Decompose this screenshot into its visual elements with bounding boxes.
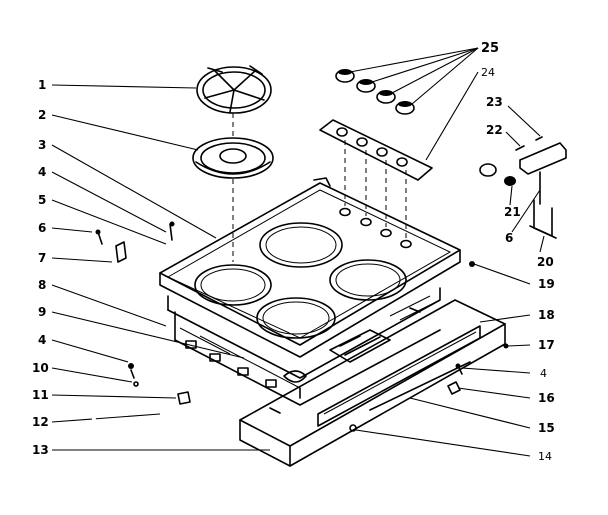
part-24-bezel-plate — [319, 119, 433, 181]
part-switch-shafts — [339, 140, 412, 249]
callout-24: 24 — [481, 66, 495, 79]
callout-10: 10 — [32, 361, 49, 375]
callout-3: 3 — [38, 138, 46, 152]
callout-21: 21 — [504, 205, 521, 219]
callout-4-lower: 4 — [38, 333, 46, 347]
callout-4-right: 4 — [540, 367, 547, 380]
callout-15: 15 — [538, 421, 555, 435]
callout-9: 9 — [38, 305, 46, 319]
callout-18: 18 — [538, 308, 555, 322]
part-25-knobs — [335, 69, 415, 115]
callout-17: 17 — [538, 338, 555, 352]
callout-12: 12 — [32, 415, 49, 429]
part-1-grate — [196, 65, 272, 114]
callout-16: 16 — [538, 391, 555, 405]
callout-labels: 1 2 3 4 5 6 7 8 9 4 10 11 12 13 25 24 23… — [32, 41, 555, 463]
callout-23: 23 — [486, 95, 503, 109]
part-2-drip-pan — [192, 137, 274, 179]
callout-11: 11 — [32, 388, 49, 402]
callout-1: 1 — [38, 78, 46, 92]
part-21-22-23-hardware — [479, 136, 543, 186]
callout-20: 20 — [537, 255, 554, 269]
callout-4: 4 — [38, 165, 46, 179]
part-3-cooktop-top — [159, 177, 461, 358]
part-small-hardware — [349, 361, 471, 432]
callout-14: 14 — [538, 450, 552, 463]
callout-8: 8 — [38, 278, 46, 292]
callout-13: 13 — [32, 443, 49, 457]
part-8-frame — [167, 287, 441, 406]
leader-lines — [51, 47, 545, 457]
part-13-control-panel — [239, 299, 506, 467]
callout-7: 7 — [38, 251, 46, 265]
callout-2: 2 — [38, 108, 46, 122]
callout-6: 6 — [38, 221, 46, 235]
part-left-hardware — [95, 221, 509, 405]
callout-25: 25 — [481, 41, 499, 56]
callout-5: 5 — [38, 193, 46, 207]
callout-6-right: 6 — [505, 231, 513, 245]
callout-19: 19 — [538, 277, 555, 291]
part-20-bracket — [519, 142, 567, 239]
callout-22: 22 — [486, 123, 503, 137]
